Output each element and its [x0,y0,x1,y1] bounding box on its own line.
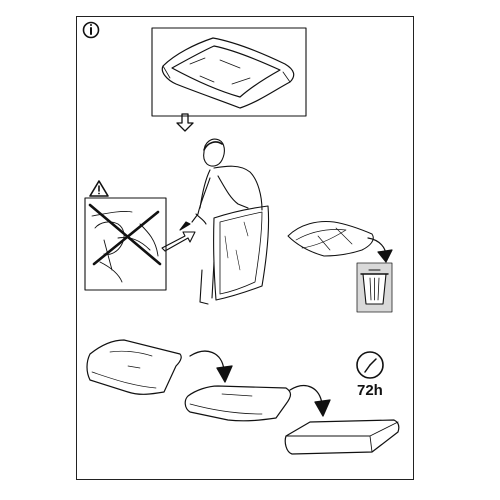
curved-arrow-icon [367,237,393,263]
packed-cushion-panel [151,27,307,117]
discarded-bag [287,221,374,257]
warning-panel [84,180,167,291]
clock-icon [356,351,384,379]
trash-bin-icon [356,262,393,313]
right-arrow-icon [161,231,196,252]
info-icon [82,21,100,39]
cushion-step-2 [184,385,292,422]
cushion-step-1 [86,339,182,395]
curved-arrow-icon [289,385,331,417]
cushion-step-3 [284,419,400,455]
warning-triangle-icon [89,180,109,197]
time-label: 72h [357,382,383,399]
down-arrow-icon [176,113,194,132]
person-cutting-bag [179,138,270,305]
curved-arrow-icon [189,350,233,383]
